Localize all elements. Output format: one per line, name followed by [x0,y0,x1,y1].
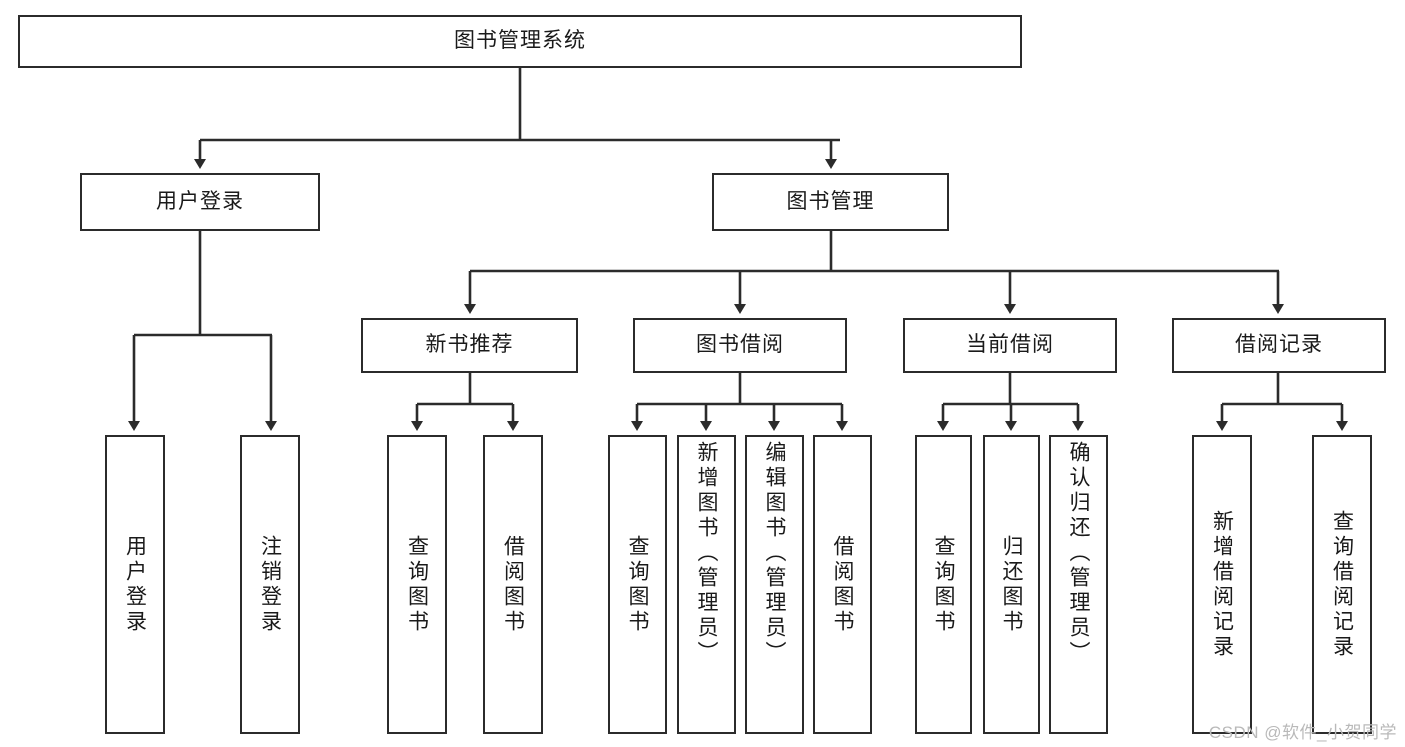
leaf-confirm-return-admin-label: 确认归还（管理员） [1067,441,1090,666]
leaf-query-book-current[interactable]: 查询图书 [915,435,972,734]
node-current-borrow[interactable]: 当前借阅 [903,318,1117,373]
node-borrow-record-label: 借阅记录 [1235,333,1323,357]
leaf-borrow-book-recommend-label: 借阅图书 [501,534,525,635]
leaf-borrow-book-recommend[interactable]: 借阅图书 [483,435,543,734]
leaf-user-login[interactable]: 用户登录 [105,435,165,734]
leaf-return-book[interactable]: 归还图书 [983,435,1040,734]
watermark: CSDN @软件_小贺同学 [1208,723,1397,742]
node-new-book-recommend[interactable]: 新书推荐 [361,318,578,373]
leaf-borrow-book-label: 借阅图书 [831,534,854,635]
leaf-logout-label: 注销登录 [258,534,282,635]
leaf-add-borrow-record-label: 新增借阅记录 [1210,509,1234,660]
node-book-management[interactable]: 图书管理 [712,173,949,231]
leaf-borrow-book[interactable]: 借阅图书 [813,435,872,734]
node-book-borrow[interactable]: 图书借阅 [633,318,847,373]
leaf-confirm-return-admin[interactable]: 确认归还（管理员） [1049,435,1108,734]
leaf-query-borrow-record[interactable]: 查询借阅记录 [1312,435,1372,734]
leaf-return-book-label: 归还图书 [1000,534,1023,635]
leaf-query-book-recommend[interactable]: 查询图书 [387,435,447,734]
node-book-management-label: 图书管理 [786,189,875,213]
leaf-logout[interactable]: 注销登录 [240,435,300,734]
leaf-user-login-label: 用户登录 [123,534,147,635]
leaf-query-book-current-label: 查询图书 [932,534,955,635]
node-root[interactable]: 图书管理系统 [18,15,1022,68]
leaf-query-book-borrow-label: 查询图书 [626,534,649,635]
leaf-query-book-recommend-label: 查询图书 [405,534,429,635]
leaf-add-book-admin[interactable]: 新增图书（管理员） [677,435,736,734]
node-book-borrow-label: 图书借阅 [696,333,784,357]
node-root-label: 图书管理系统 [454,29,586,53]
node-user-login[interactable]: 用户登录 [80,173,320,231]
node-current-borrow-label: 当前借阅 [966,333,1054,357]
leaf-add-book-admin-label: 新增图书（管理员） [695,441,718,666]
leaf-add-borrow-record[interactable]: 新增借阅记录 [1192,435,1252,734]
leaf-query-book-borrow[interactable]: 查询图书 [608,435,667,734]
node-user-login-label: 用户登录 [156,189,244,213]
leaf-query-borrow-record-label: 查询借阅记录 [1330,509,1354,660]
leaf-edit-book-admin[interactable]: 编辑图书（管理员） [745,435,804,734]
leaf-edit-book-admin-label: 编辑图书（管理员） [763,441,786,666]
node-new-book-recommend-label: 新书推荐 [425,333,514,357]
node-borrow-record[interactable]: 借阅记录 [1172,318,1386,373]
